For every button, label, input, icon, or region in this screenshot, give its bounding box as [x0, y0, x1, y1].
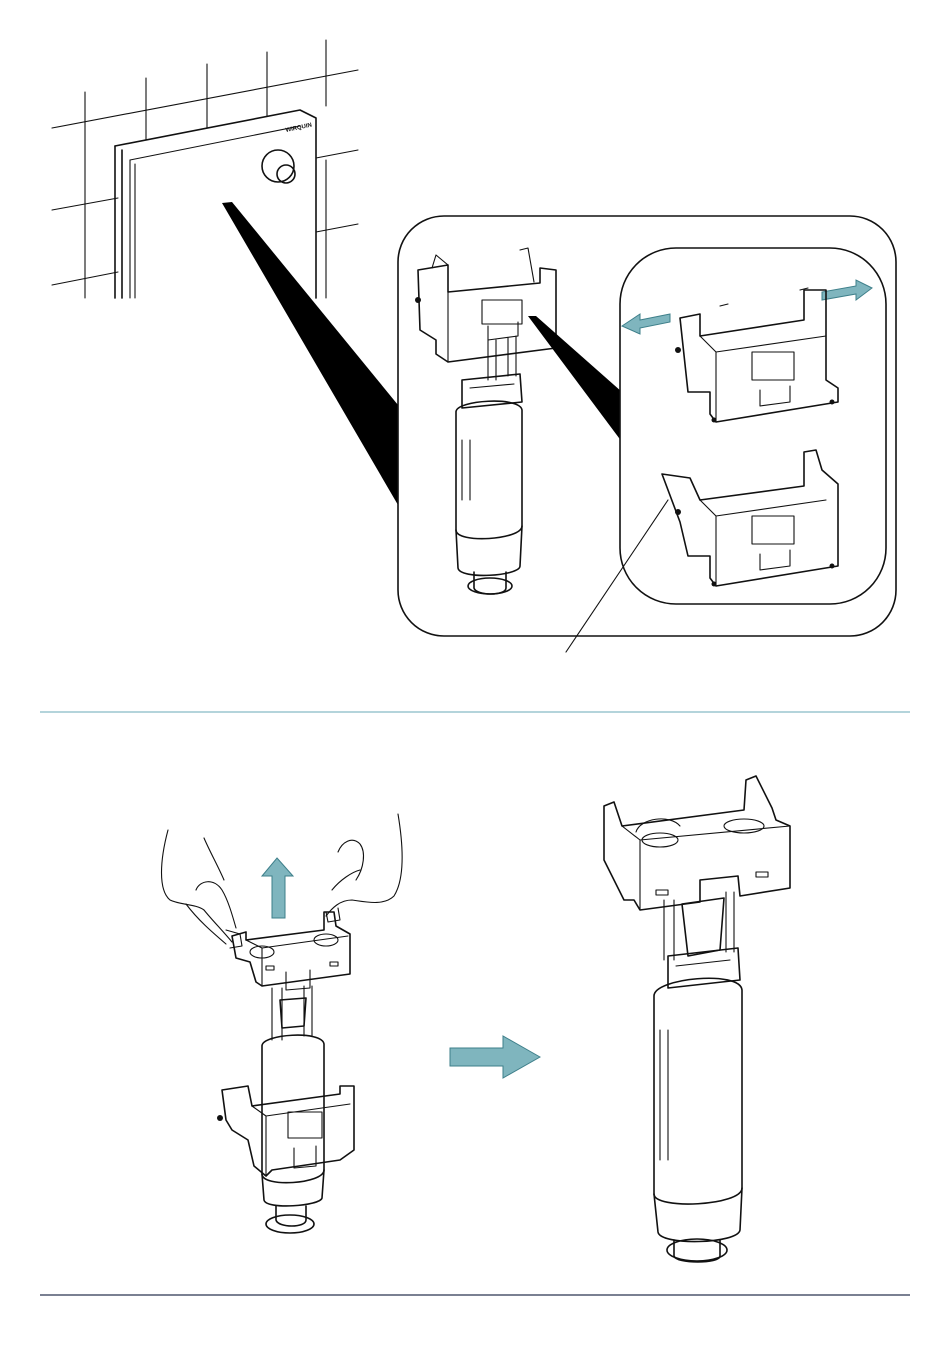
- wall-panel-illustration: WIRQUIN: [52, 40, 398, 505]
- cage-icon: [604, 776, 790, 910]
- dual-flush-button-icon: [262, 150, 295, 183]
- arrow-up-icon: [262, 858, 293, 918]
- arrow-right-icon: [450, 1036, 540, 1078]
- detail-callout-cage-separation: [620, 248, 886, 604]
- magnification-beam: [222, 202, 398, 505]
- wall-tile-grid-icon: [52, 40, 358, 298]
- hands-lifting-cage: [162, 814, 403, 1233]
- flush-valve-icon: [654, 892, 742, 1262]
- hand-icon: [326, 814, 402, 922]
- hand-icon: [162, 830, 243, 948]
- detail-callout-valve-with-cage: [398, 216, 896, 652]
- brand-mark: WIRQUIN: [285, 123, 312, 134]
- flush-valve-assembled: [604, 776, 790, 1262]
